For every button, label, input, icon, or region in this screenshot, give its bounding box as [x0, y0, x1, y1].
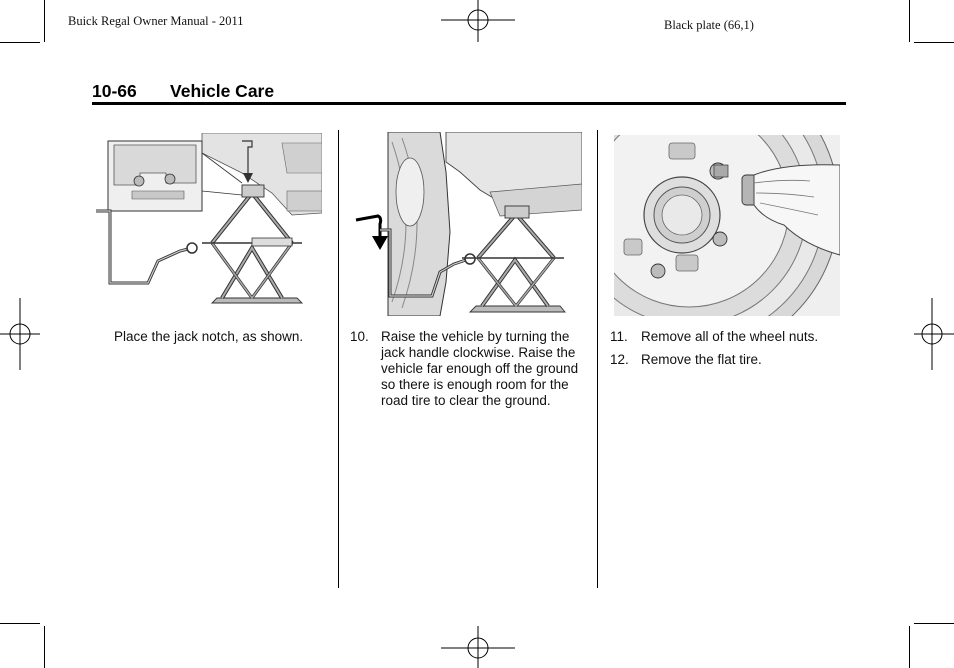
step-text: Remove the flat tire. [641, 352, 762, 367]
crop-mark [44, 626, 45, 668]
crop-mark [0, 623, 40, 624]
registration-mark-icon [914, 298, 954, 370]
crop-mark [0, 42, 40, 43]
page-number: 10-66 [92, 81, 137, 101]
registration-mark-icon [441, 626, 515, 668]
manual-title: Buick Regal Owner Manual - 2011 [68, 14, 244, 28]
crop-mark [914, 623, 954, 624]
step-number: 10. [350, 329, 369, 344]
step-11: 11. Remove all of the wheel nuts. [610, 329, 850, 347]
section-header: 10-66 Vehicle Care [92, 81, 274, 102]
column-divider [597, 130, 598, 588]
step-number: 11. [610, 329, 628, 344]
jack-placement-caption: Place the jack notch, as shown. [114, 329, 304, 344]
crop-mark [44, 0, 45, 42]
header-rule [92, 102, 846, 105]
crop-mark [909, 626, 910, 668]
jack-placement-illustration [92, 133, 322, 316]
raise-vehicle-illustration [350, 132, 582, 316]
column-divider [338, 130, 339, 588]
remove-wheel-nuts-illustration [614, 135, 840, 316]
plate-label: Black plate (66,1) [664, 18, 754, 32]
step-text: Raise the vehicle by turning the jack ha… [381, 329, 579, 408]
step-text: Remove all of the wheel nuts. [641, 329, 819, 344]
step-12: 12. Remove the flat tire. [610, 352, 850, 370]
registration-mark-icon [441, 0, 515, 42]
registration-mark-icon [0, 298, 40, 370]
crop-mark [909, 0, 910, 42]
section-title: Vehicle Care [170, 81, 275, 101]
step-number: 12. [610, 352, 629, 367]
crop-mark [914, 42, 954, 43]
step-10: 10. Raise the vehicle by turning the jac… [350, 329, 595, 429]
